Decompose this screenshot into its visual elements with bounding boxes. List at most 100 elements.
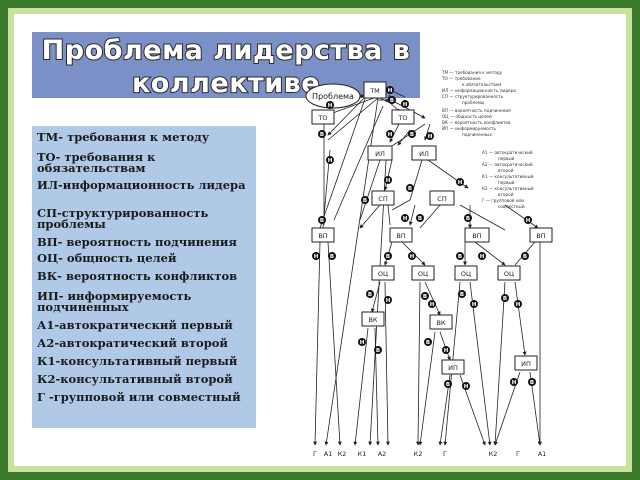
- node-ip1-box: [441, 359, 465, 375]
- answer-marker: Н: [388, 132, 393, 138]
- problem-label: Проблема: [312, 92, 354, 101]
- node-sp2-label: СП: [437, 195, 447, 203]
- answer-marker: Н: [328, 158, 333, 164]
- key1-line: ТО — требование: [441, 76, 481, 81]
- key2-line: К2 — консультативный: [482, 186, 534, 191]
- key1-line: ТМ — требования к методу: [441, 70, 503, 75]
- node-vp2-label: ВП: [396, 232, 405, 240]
- legend-item-vp: ВП- вероятность подчинения: [37, 235, 237, 249]
- node-oc3-label: ОЦ: [461, 270, 471, 278]
- node-ip1-label: ИП: [448, 364, 458, 372]
- key2-line: совместный: [498, 204, 525, 209]
- answer-marker: Н: [464, 384, 469, 390]
- answer-marker: В: [376, 348, 380, 354]
- node-vp2-box: [389, 227, 413, 243]
- key1-line: ВП — вероятность подчинения: [442, 108, 511, 113]
- node-vk2-label: ВК: [436, 319, 445, 327]
- legend-item-g: Г -групповой или совместный: [37, 390, 241, 404]
- key2-line: К1 — консультативный: [482, 174, 534, 179]
- outcome-label: К2: [489, 450, 498, 458]
- answer-marker: В: [458, 254, 462, 260]
- outcome-label: А1: [324, 450, 333, 458]
- key1-line: к обязательствам: [462, 82, 501, 87]
- key2-line: Г — групповой или: [482, 198, 524, 203]
- node-il1-label: ИЛ: [375, 150, 385, 158]
- outcome-label: Г: [516, 450, 520, 458]
- node-to1-box: [311, 109, 335, 125]
- answer-marker: Н: [360, 340, 365, 346]
- key1-line: подчиненных: [462, 132, 492, 137]
- node-ip2-label: ИП: [521, 360, 531, 368]
- answer-marker: Н: [458, 180, 463, 186]
- answer-marker: Н: [428, 134, 433, 140]
- node-tm-label: ТМ: [369, 87, 380, 95]
- outcome-label: Г: [313, 450, 317, 458]
- key2-line: первый: [498, 156, 515, 161]
- node-sp2-box: [429, 190, 455, 206]
- answer-marker: В: [408, 186, 412, 192]
- answer-marker: Н: [526, 218, 531, 224]
- answer-marker: Н: [388, 88, 393, 94]
- node-vk2-box: [429, 314, 453, 330]
- node-sp1-label: СП: [378, 195, 388, 203]
- legend-item-oc: ОЦ- общность целей: [37, 251, 177, 265]
- answer-marker: В: [330, 254, 334, 260]
- answer-marker: Н: [328, 103, 333, 109]
- answer-marker: В: [446, 382, 450, 388]
- answer-marker: В: [368, 292, 372, 298]
- answer-marker: Н: [410, 254, 415, 260]
- answer-marker: Н: [403, 216, 408, 222]
- node-vk1-label: ВК: [368, 316, 377, 324]
- answer-marker: Н: [386, 178, 391, 184]
- answer-marker: Н: [480, 254, 485, 260]
- answer-marker: Н: [314, 254, 319, 260]
- key1-line: ИП — информируемость: [442, 126, 496, 131]
- outcome-label: К2: [338, 450, 347, 458]
- answer-marker: В: [530, 380, 534, 386]
- outcome-label: Г: [443, 450, 447, 458]
- answer-marker: В: [363, 198, 367, 204]
- legend-item-to: ТО- требования к обязательствам: [37, 150, 156, 175]
- node-oc1-label: ОЦ: [378, 270, 388, 278]
- decision-tree-diagram: Проблема: [300, 60, 620, 470]
- node-to2-label: ТО: [397, 114, 407, 122]
- answer-marker: В: [320, 218, 324, 224]
- outcome-label: К2: [414, 450, 423, 458]
- answer-marker: В: [386, 254, 390, 260]
- key2-line: А2 — автократический: [482, 162, 533, 167]
- node-oc3-box: [454, 265, 478, 281]
- node-oc4-label: ОЦ: [504, 270, 514, 278]
- legend-item-vk: ВК- вероятность конфликтов: [37, 269, 238, 283]
- node-oc2-label: ОЦ: [418, 270, 428, 278]
- answer-marker: В: [466, 216, 470, 222]
- key1-line: СП — структурированность: [442, 94, 504, 99]
- key2-line: первый: [498, 180, 515, 185]
- legend-item-a2: А2-автократический второй: [37, 336, 228, 350]
- key2-line: второй: [498, 192, 514, 197]
- answer-marker: Н: [386, 298, 391, 304]
- node-oc4-box: [497, 265, 521, 281]
- node-il2-box: [411, 145, 437, 161]
- answer-marker: В: [418, 216, 422, 222]
- node-ip2-box: [514, 355, 538, 371]
- legend-item-a1: А1-автократический первый: [37, 318, 233, 332]
- answer-marker: Н: [516, 302, 521, 308]
- node-vp1-label: ВП: [318, 232, 327, 240]
- legend-item-k1: К1-консультативный первый: [37, 354, 238, 368]
- answer-marker: Н: [403, 102, 408, 108]
- outcome-label: А1: [538, 450, 547, 458]
- answer-marker: В: [423, 294, 427, 300]
- key2-line: второй: [498, 168, 514, 173]
- node-il1-box: [367, 145, 393, 161]
- node-il2-label: ИЛ: [419, 150, 429, 158]
- answer-marker: В: [390, 98, 394, 104]
- node-vp1-box: [311, 227, 335, 243]
- title-line-1: Проблема лидерства в: [41, 34, 411, 67]
- outcome-label: А2: [378, 450, 387, 458]
- legend-item-tm: ТМ- требования к методу: [37, 130, 210, 144]
- answer-marker: В: [426, 340, 430, 346]
- answer-marker: В: [503, 296, 507, 302]
- key1-line: ВК — вероятность конфликтов: [442, 120, 511, 125]
- key1-line: ИЛ — информационность лидера: [442, 88, 516, 93]
- node-vp4-box: [529, 227, 553, 243]
